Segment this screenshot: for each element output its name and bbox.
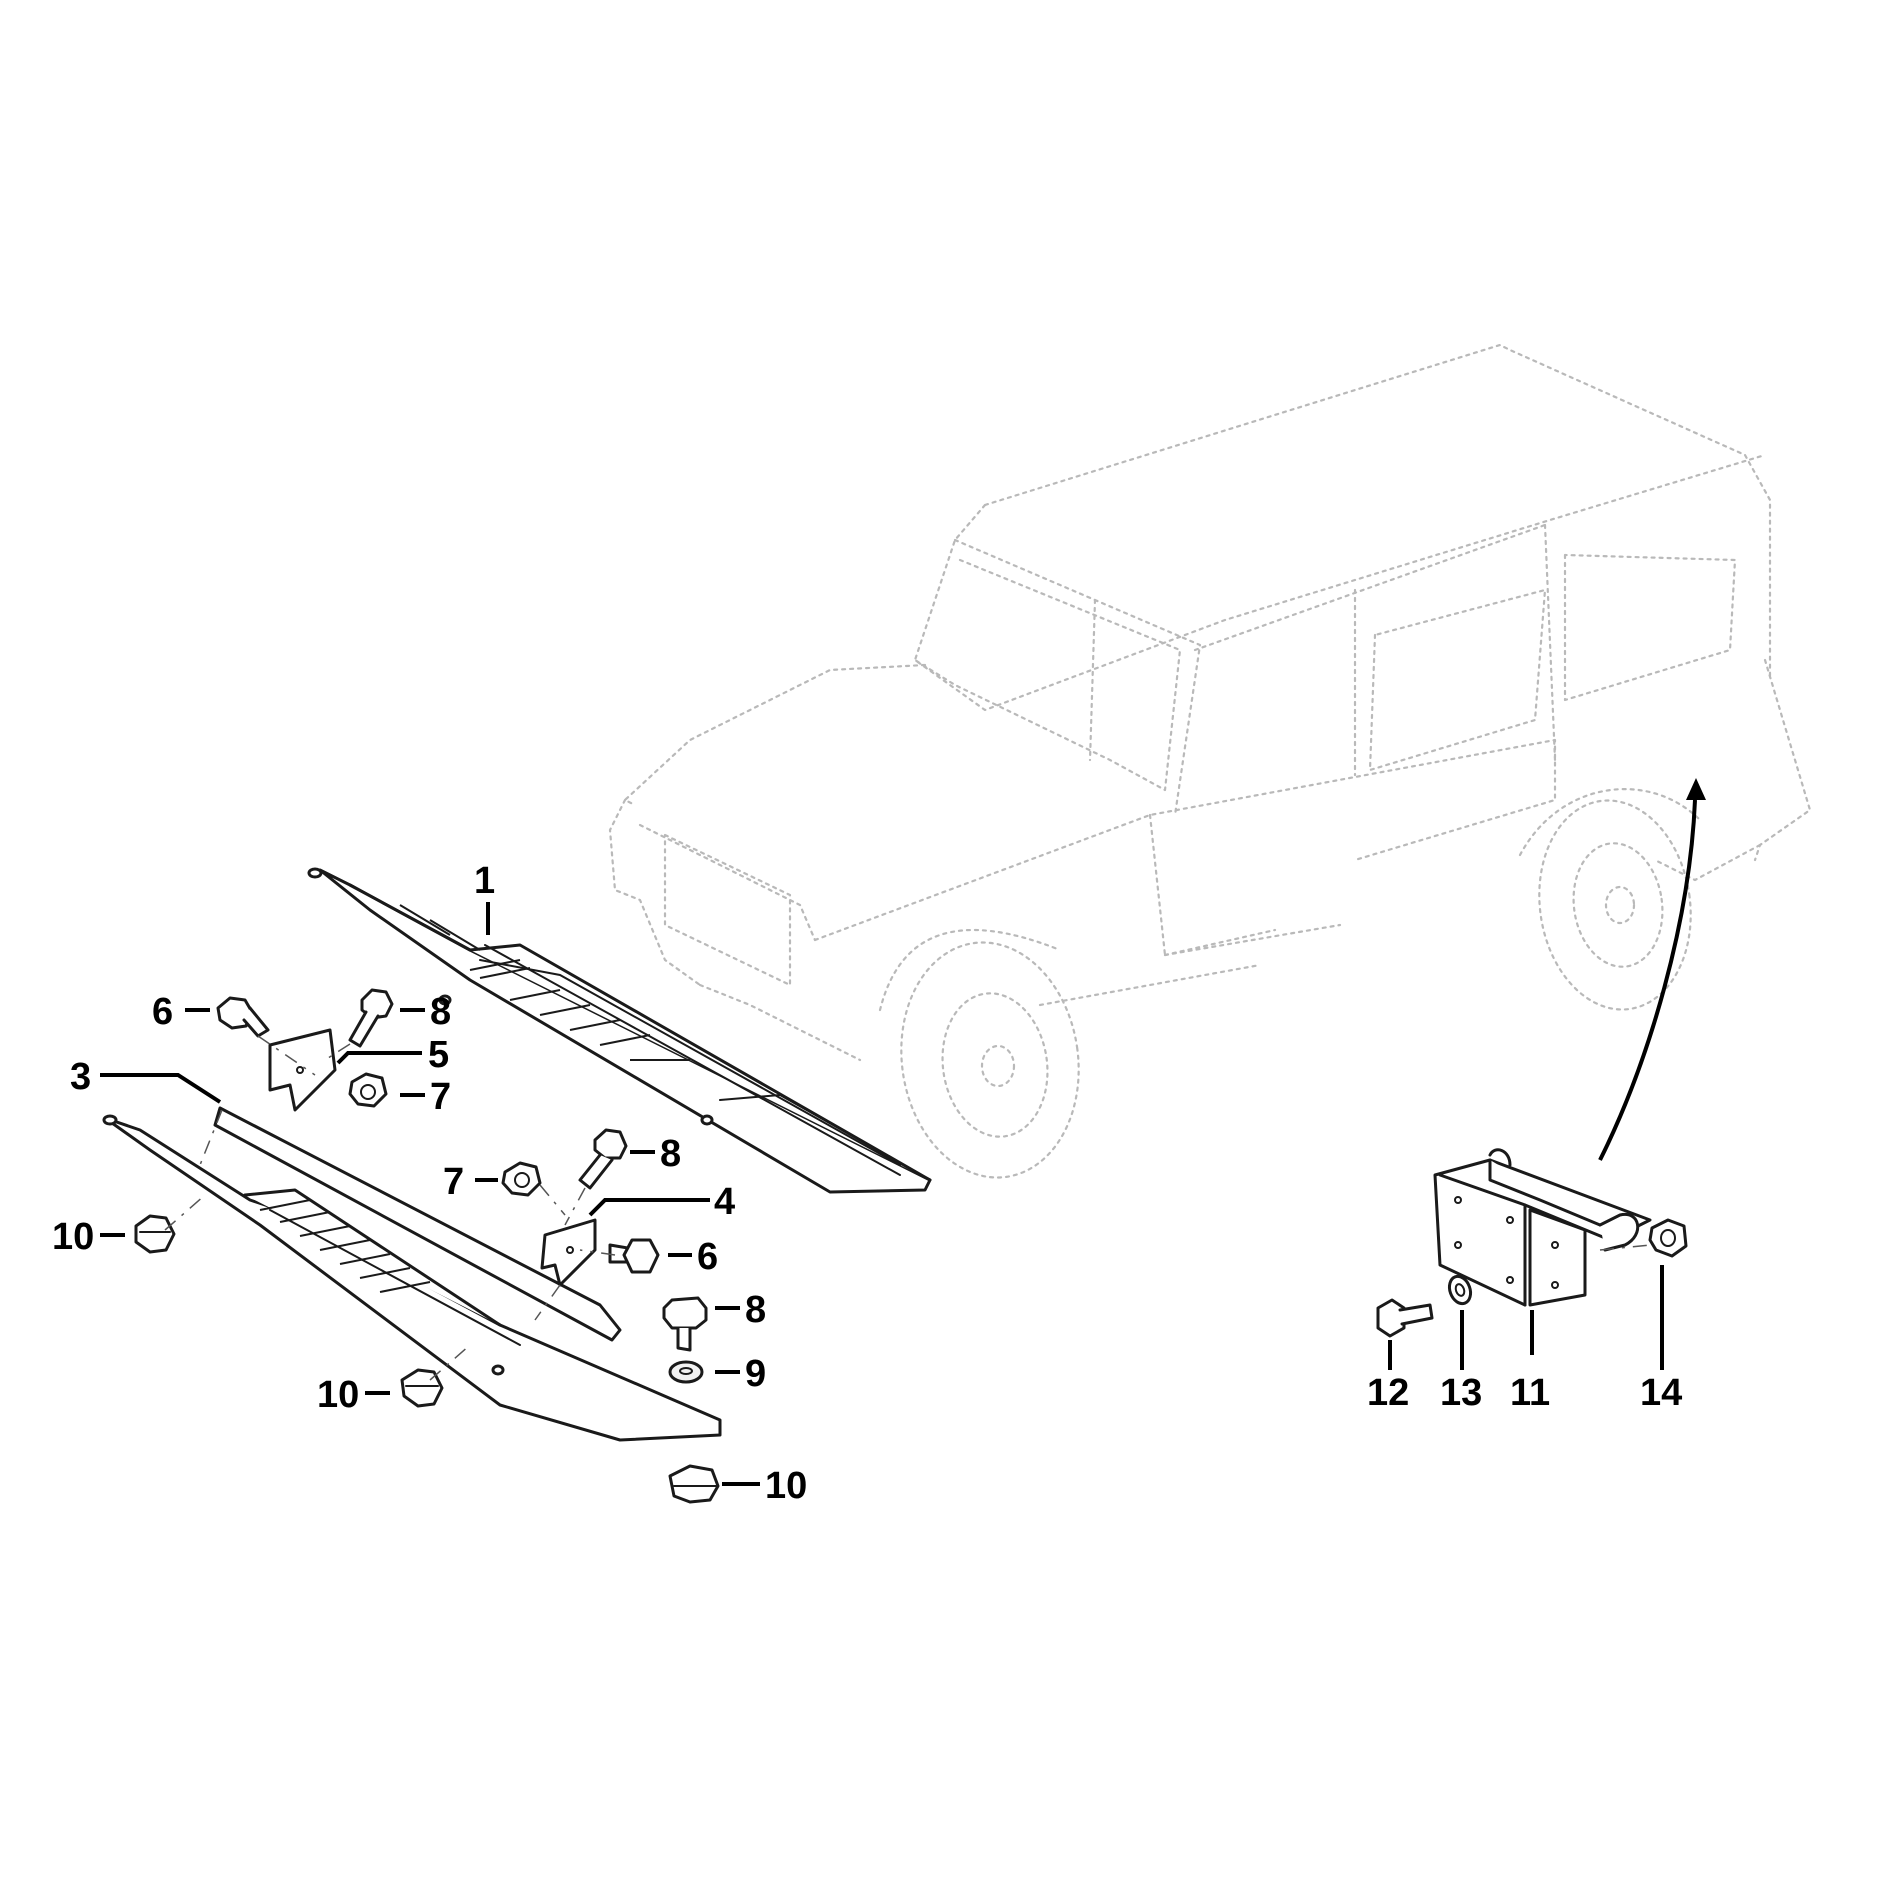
callout-6a: 6 (152, 991, 173, 1033)
washer-13 (1447, 1274, 1473, 1306)
callout-7a: 7 (430, 1076, 451, 1118)
callout-9: 9 (745, 1353, 766, 1395)
bolt-8-upper (348, 988, 394, 1048)
running-board-upper (307, 867, 932, 1194)
callout-7b: 7 (443, 1161, 464, 1203)
bolt-8-middle (578, 1128, 628, 1190)
callout-10b: 10 (317, 1374, 359, 1416)
callout-8b: 8 (660, 1133, 681, 1175)
nut-14 (1648, 1218, 1688, 1258)
callout-4: 4 (714, 1181, 735, 1223)
nut-7-upper (348, 1072, 388, 1108)
callout-8a: 8 (430, 991, 451, 1033)
bolt-6-lower (608, 1238, 660, 1274)
assembly-guides (164, 1035, 616, 1381)
callout-10a: 10 (52, 1216, 94, 1258)
callout-5: 5 (428, 1034, 449, 1076)
running-board-lower (102, 1106, 722, 1442)
bolt-6-upper (216, 996, 270, 1038)
washer-9 (668, 1360, 704, 1384)
callout-numbers: 1 3 4 5 6 6 7 7 8 8 8 9 10 10 10 11 12 1… (52, 860, 1682, 1507)
vehicle-outline (608, 343, 1812, 1179)
location-arrow (1598, 778, 1706, 1161)
callout-11: 11 (1510, 1372, 1550, 1414)
callout-10c: 10 (765, 1465, 807, 1507)
callout-14: 14 (1640, 1372, 1682, 1414)
callout-1: 1 (474, 860, 495, 902)
callout-8c: 8 (745, 1289, 766, 1331)
bracket-4 (540, 1218, 597, 1287)
callout-3: 3 (70, 1056, 91, 1098)
callout-leaders (100, 902, 1664, 1486)
bracket-assembly-11 (1433, 1148, 1652, 1307)
nut-7-lower (501, 1161, 542, 1197)
callout-6b: 6 (697, 1236, 718, 1278)
bracket-5 (268, 1028, 337, 1112)
nut-10-standalone (668, 1464, 720, 1504)
bolt-12 (1376, 1298, 1434, 1338)
nut-10-left (134, 1214, 176, 1254)
callout-13: 13 (1440, 1372, 1482, 1414)
bolt-8-standalone (662, 1296, 708, 1352)
callout-12: 12 (1367, 1372, 1409, 1414)
